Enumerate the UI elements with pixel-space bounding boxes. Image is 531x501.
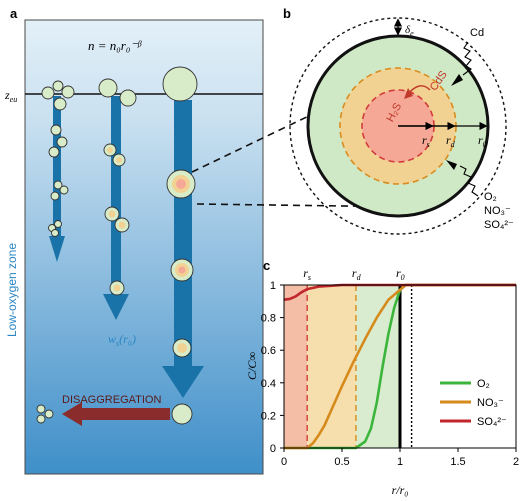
particle-size-equation: n = n₀r₀⁻ᵝ <box>88 38 142 53</box>
panel-b: b δe Cd CdS H₂S rs rd r0 O₂ NO₃⁻ SO₄²⁻ <box>283 6 514 235</box>
particle <box>59 185 69 195</box>
particle-zoned <box>172 338 192 358</box>
chart-regions <box>284 285 400 448</box>
particle-core <box>107 147 113 153</box>
panel-c: c 0 0.5 1 1.5 2 0 0.2 0.4 0.6 0.8 1 rs rd r0 r/r₀ C… <box>245 258 519 497</box>
oxidant-so4: SO₄²⁻ <box>484 219 514 231</box>
y-tick-label: 0.8 <box>261 313 276 325</box>
oxidant-diffusion-path <box>459 165 479 197</box>
sinking-speed-label: ws(r₀) <box>108 332 136 348</box>
particle <box>54 220 62 228</box>
low-oxygen-zone-label: Low-oxygen zone <box>5 243 19 337</box>
series-line-1 <box>284 283 516 450</box>
large-particle-column <box>162 66 204 425</box>
rd-label: rd <box>446 133 456 149</box>
particle <box>50 191 60 201</box>
small-particle-column <box>41 80 75 262</box>
legend-label-1: NO₃⁻ <box>477 397 504 409</box>
zoom-line-top <box>191 112 316 173</box>
particle <box>50 124 62 136</box>
chart-vlines <box>306 285 413 448</box>
fragment <box>44 409 54 419</box>
oxidant-no3: NO₃⁻ <box>484 205 511 217</box>
panel-a: a n = n₀r₀⁻ᵝ zeu Low-oxygen zone <box>4 6 264 475</box>
cds-arrowhead <box>404 88 413 99</box>
top-label-1: rd <box>352 266 362 282</box>
panel-b-label: b <box>283 6 291 21</box>
z-eu-label: zeu <box>4 88 17 104</box>
chart-region-0 <box>284 285 308 448</box>
legend: O₂ NO₃⁻ SO₄²⁻ <box>440 378 507 428</box>
x-tick-label: 1.5 <box>450 456 465 468</box>
particle <box>51 229 59 237</box>
medium-sinking-arrowhead <box>103 294 129 320</box>
medium-sinking-shaft <box>111 96 121 296</box>
large-particle <box>162 66 198 102</box>
top-label-2: r0 <box>396 266 405 282</box>
y-tick-label: 0.2 <box>261 410 276 422</box>
y-tick-label: 0 <box>270 443 276 455</box>
small-sinking-arrowhead <box>49 236 65 262</box>
x-axis-label: r/r₀ <box>392 483 409 497</box>
disaggregation-shaft <box>80 408 170 420</box>
delta-e-label: δe <box>405 24 414 38</box>
particle <box>171 403 193 425</box>
particle-core <box>108 210 116 218</box>
y-tick-label: 1 <box>270 280 276 292</box>
x-tick-label: 0.5 <box>334 456 349 468</box>
top-radius-labels: rs rd r0 <box>303 266 404 282</box>
medium-particle-column: ws(r₀) <box>98 78 137 348</box>
disaggregation: DISAGGREGATION <box>36 394 170 426</box>
y-axis-label: C/C∞ <box>245 352 259 380</box>
small-sinking-shaft <box>53 96 61 236</box>
panel-c-label: c <box>263 258 270 273</box>
particle <box>53 97 67 111</box>
chart-region-1 <box>307 285 356 448</box>
particle-core <box>113 284 121 292</box>
boundary-layer-circle <box>289 17 507 235</box>
r0-label: r0 <box>478 133 487 149</box>
legend-label-0: O₂ <box>477 378 490 390</box>
legend-label-2: SO₄²⁻ <box>477 416 507 428</box>
particle <box>98 78 118 98</box>
particle <box>41 86 55 100</box>
x-ticks: 0 0.5 1 1.5 2 <box>281 448 519 468</box>
x-tick-label: 2 <box>513 456 519 468</box>
disaggregation-arrowhead <box>62 402 82 426</box>
particle <box>119 89 137 107</box>
y-tick-label: 0.4 <box>261 378 276 390</box>
cd-diffusion-path <box>462 41 472 76</box>
large-sinking-arrowhead <box>162 366 204 398</box>
large-sinking-shaft <box>174 100 192 368</box>
particle <box>56 136 68 148</box>
oxidant-o2: O₂ <box>484 191 497 203</box>
oxidant-arrowhead <box>446 160 457 170</box>
particle <box>61 85 75 99</box>
particle <box>48 146 60 158</box>
x-tick-label: 1 <box>397 456 403 468</box>
particle-core <box>118 221 126 229</box>
disaggregation-label: DISAGGREGATION <box>62 394 161 406</box>
fragment <box>36 414 46 424</box>
y-tick-label: 0.6 <box>261 345 276 357</box>
particle-core <box>116 157 122 163</box>
top-label-0: rs <box>303 266 311 282</box>
cd-arrowhead <box>451 74 463 86</box>
y-ticks: 0 0.2 0.4 0.6 0.8 1 <box>261 280 284 455</box>
rs-label: rs <box>422 133 430 149</box>
fragment <box>36 404 46 414</box>
particle <box>52 80 64 92</box>
particle-zoned <box>170 258 194 282</box>
panel-a-label: a <box>10 6 18 21</box>
x-tick-label: 0 <box>281 456 287 468</box>
cd-label: Cd <box>470 27 484 39</box>
particle <box>53 180 63 190</box>
particle-zoned <box>166 169 196 199</box>
